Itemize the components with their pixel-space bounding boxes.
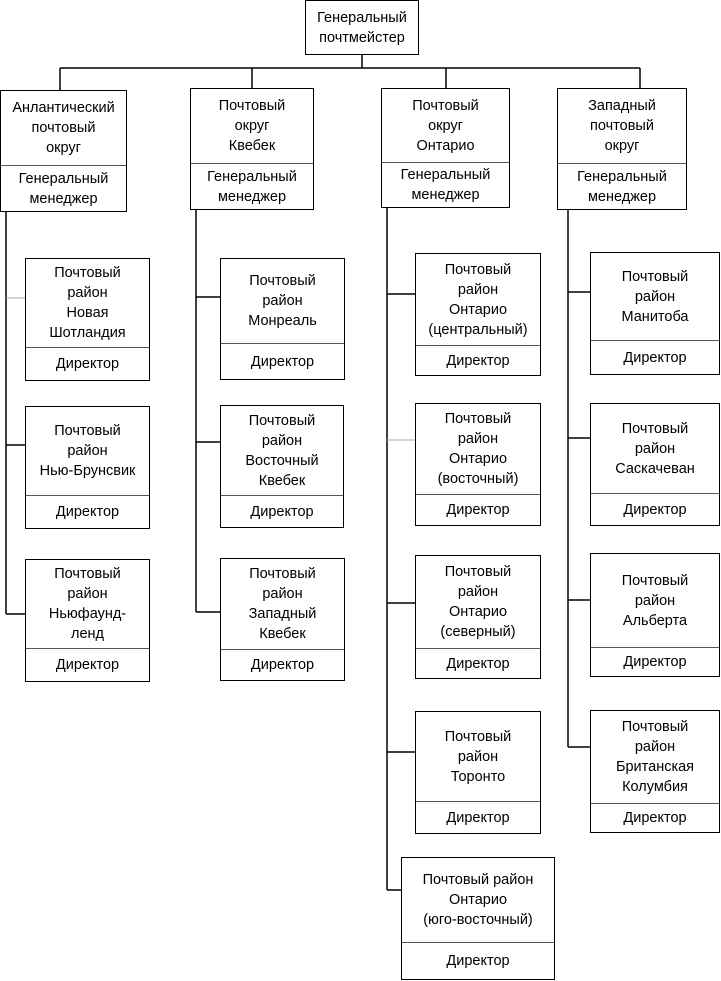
district-title: Западный почтовый округ bbox=[588, 98, 656, 154]
subdistrict-title: Почтовый район Восточный Квебек bbox=[245, 412, 319, 489]
subdistrict-box: Почтовый район Манитоба Директор bbox=[590, 252, 720, 375]
subdistrict-role: Директор bbox=[416, 648, 540, 678]
subdistrict-title: Почтовый район Ньюфаунд- ленд bbox=[48, 566, 127, 642]
district-role: Генеральный менеджер bbox=[191, 163, 313, 209]
subdistrict-box: Почтовый район Онтарио (северный) Директ… bbox=[415, 555, 541, 679]
subdistrict-box: Почтовый район Нью-Брунсвик Директор bbox=[25, 406, 150, 529]
subdistrict-role: Директор bbox=[221, 343, 344, 379]
subdistrict-role: Директор bbox=[221, 495, 343, 527]
district-western-box: Западный почтовый округ Генеральный мене… bbox=[557, 88, 687, 210]
subdistrict-title: Почтовый район Альберта bbox=[621, 572, 689, 629]
subdistrict-title: Почтовый район Онтарио (восточный) bbox=[437, 411, 519, 487]
district-ontario-box: Почтовый округ Онтарио Генеральный менед… bbox=[381, 88, 510, 208]
subdistrict-box: Почтовый район Онтарио (восточный) Дирек… bbox=[415, 403, 541, 526]
subdistrict-title: Почтовый район Нью-Брунсвик bbox=[39, 423, 136, 479]
subdistrict-box: Почтовый район Британская Колумбия Дирек… bbox=[590, 710, 720, 833]
subdistrict-title: Почтовый район Манитоба bbox=[621, 268, 689, 325]
subdistrict-role: Директор bbox=[26, 648, 149, 681]
general-postmaster-box: Генеральный почтмейстер bbox=[305, 0, 419, 55]
subdistrict-role: Директор bbox=[416, 345, 540, 375]
district-quebec-box: Почтовый округ Квебек Генеральный менедж… bbox=[190, 88, 314, 210]
subdistrict-box: Почтовый район Новая Шотландия Директор bbox=[25, 258, 150, 381]
subdistrict-box: Почтовый район Западный Квебек Директор bbox=[220, 558, 345, 681]
subdistrict-role: Директор bbox=[26, 347, 149, 380]
subdistrict-title: Почтовый район Западный Квебек bbox=[248, 566, 317, 642]
subdistrict-title: Почтовый район Онтарио (юго-восточный) bbox=[422, 872, 534, 928]
district-role: Генеральный менеджер bbox=[1, 165, 126, 211]
subdistrict-role: Директор bbox=[591, 340, 719, 374]
subdistrict-role: Директор bbox=[591, 803, 719, 832]
subdistrict-role: Директор bbox=[591, 493, 719, 525]
subdistrict-box: Почтовый район Онтарио (центральный) Дир… bbox=[415, 253, 541, 376]
district-atlantic-box: Анлантический почтовый округ Генеральный… bbox=[0, 90, 127, 212]
subdistrict-role: Директор bbox=[402, 942, 554, 979]
district-role: Генеральный менеджер bbox=[382, 162, 509, 207]
subdistrict-role: Директор bbox=[416, 801, 540, 833]
subdistrict-title: Почтовый район Новая Шотландия bbox=[49, 265, 126, 341]
district-title: Анлантический почтовый округ bbox=[12, 100, 115, 156]
subdistrict-role: Директор bbox=[221, 649, 344, 680]
subdistrict-box: Почтовый район Восточный Квебек Директор bbox=[220, 405, 344, 528]
subdistrict-box: Почтовый район Альберта Директор bbox=[590, 553, 720, 677]
subdistrict-box: Почтовый район Ньюфаунд- ленд Директор bbox=[25, 559, 150, 682]
district-role: Генеральный менеджер bbox=[558, 163, 686, 209]
subdistrict-box: Почтовый район Онтарио (юго-восточный) Д… bbox=[401, 857, 555, 980]
district-title: Почтовый округ Онтарио bbox=[412, 97, 479, 154]
subdistrict-role: Директор bbox=[416, 494, 540, 525]
subdistrict-role: Директор bbox=[26, 495, 149, 528]
district-title: Почтовый округ Квебек bbox=[218, 98, 286, 154]
subdistrict-title: Почтовый район Монреаль bbox=[248, 273, 317, 329]
subdistrict-title: Почтовый район Британская Колумбия bbox=[615, 719, 695, 795]
general-postmaster-title: Генеральный почтмейстер bbox=[317, 9, 407, 46]
subdistrict-title: Почтовый район Саскачеван bbox=[615, 420, 695, 477]
subdistrict-title: Почтовый район Торонто bbox=[444, 728, 512, 785]
subdistrict-title: Почтовый район Онтарио (северный) bbox=[440, 564, 516, 640]
subdistrict-box: Почтовый район Саскачеван Директор bbox=[590, 403, 720, 526]
subdistrict-role: Директор bbox=[591, 647, 719, 676]
subdistrict-title: Почтовый район Онтарио (центральный) bbox=[428, 261, 528, 338]
subdistrict-box: Почтовый район Торонто Директор bbox=[415, 711, 541, 834]
subdistrict-box: Почтовый район Монреаль Директор bbox=[220, 258, 345, 380]
